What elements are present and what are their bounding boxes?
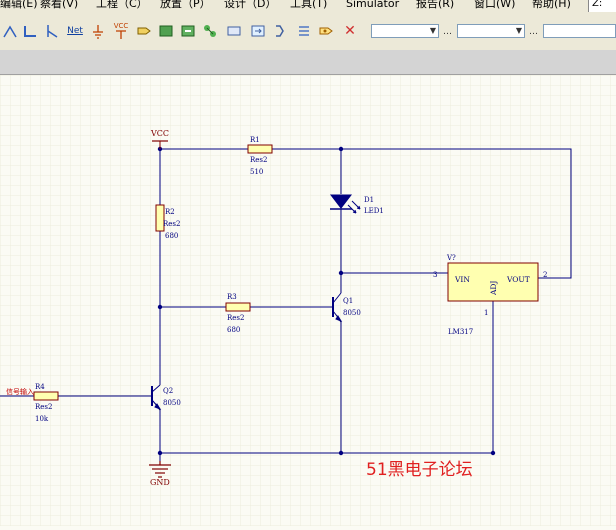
junction-dot [157,146,163,152]
bus-entry-icon[interactable] [44,23,60,39]
wires [0,143,572,461]
u1-adj-pin-label: ADJ [489,281,498,296]
coordinate-field: Z: [588,0,616,12]
r4-comment: Res2 [35,403,52,411]
separator-dots: … [529,27,538,37]
r4-designator: R4 [35,383,45,391]
q2-designator: Q2 [163,387,173,395]
resistor-r3[interactable]: R3 Res2 680 [225,293,251,334]
toolbar: Net VCC ✕ ▼ … ▼ … [0,15,616,50]
menu-view[interactable]: 察看(V) [40,0,79,10]
menu-reports[interactable]: 报告(R) [416,0,455,10]
regulator-lm317[interactable]: V? VIN VOUT ADJ 3 2 1 LM317 [433,254,547,336]
u1-pin-3: 3 [433,271,437,279]
input-signal-label: 信号输入 [6,387,34,396]
schematic-canvas: VCC GND R1 Res2 510 R2 Res2 680 R3 [0,75,616,526]
r3-comment: Res2 [227,314,244,322]
harness-icon[interactable] [226,23,242,39]
r1-comment: Res2 [250,156,267,164]
device-sheet-icon[interactable] [202,23,218,39]
junction-dot [490,450,496,456]
document-tab-bar [0,50,616,75]
d1-comment: LED1 [364,207,384,215]
junction-dot [157,450,163,456]
u1-designator: V? [446,254,456,262]
u1-pin-1: 1 [484,309,488,317]
u1-vin-pin-label: VIN [454,275,470,284]
menu-help[interactable]: 帮助(H) [532,0,571,10]
vcc-port-icon[interactable]: VCC [112,23,130,39]
menu-design[interactable]: 设计（D） [224,0,277,10]
q2-value: 8050 [163,399,181,407]
net-label-icon[interactable]: Net [67,26,83,36]
transistor-q1[interactable]: Q1 8050 [324,292,361,323]
junction-dot [338,270,344,276]
r3-value: 680 [227,326,240,334]
gnd-power-port[interactable] [149,461,171,478]
u1-part: LM317 [448,328,473,336]
u1-pin-2: 2 [543,271,547,279]
junction-dot [157,304,163,310]
menu-tools[interactable]: 工具(T) [290,0,328,10]
r2-value: 680 [165,232,178,240]
r1-value: 510 [250,168,263,176]
resistor-r1[interactable]: R1 Res2 510 [247,136,273,176]
part-icon[interactable] [136,23,152,39]
u1-vout-pin-label: VOUT [506,275,530,284]
menu-simulator[interactable]: Simulator [346,0,400,10]
bus-tool-icon[interactable] [22,23,38,39]
transistor-q2[interactable]: Q2 8050 [144,384,181,411]
menu-project[interactable]: 工程（C） [96,0,148,10]
directive-icon[interactable] [318,23,334,39]
d1-designator: D1 [364,196,374,204]
filter-combo-3[interactable] [543,24,616,38]
r1-designator: R1 [250,136,260,144]
r4-value: 10k [35,415,49,423]
vcc-label: VCC [150,129,169,138]
resistor-r2[interactable]: R2 Res2 680 [155,204,180,240]
r2-designator: R2 [165,208,175,216]
separator-dots: … [443,27,452,37]
junction-dot [338,146,344,152]
q1-designator: Q1 [343,297,353,305]
ground-port-icon[interactable] [90,23,106,39]
q1-value: 8050 [343,309,361,317]
led-d1[interactable]: D1 LED1 [329,194,384,215]
filter-combo-2[interactable]: ▼ [457,24,525,38]
r2-comment: Res2 [163,220,180,228]
port-icon[interactable] [250,23,266,39]
resistor-r4[interactable]: R4 Res2 10k [33,383,59,423]
bus-joiner-icon[interactable] [296,23,312,39]
menu-window[interactable]: 窗口(W) [474,0,516,10]
filter-combo-1[interactable]: ▼ [371,24,439,38]
menu-bar: 编辑(E) 察看(V) 工程（C） 放置（P） 设计（D） 工具(T) Simu… [0,0,616,15]
menu-place[interactable]: 放置（P） [160,0,211,10]
forum-watermark: 51黑电子论坛 [366,460,473,480]
wire-tool-icon[interactable] [2,23,18,39]
schematic-sheet[interactable]: VCC GND R1 Res2 510 R2 Res2 680 R3 [0,75,616,526]
gnd-label: GND [150,478,170,487]
sheet-entry-icon[interactable] [180,23,196,39]
sheet-symbol-icon[interactable] [158,23,174,39]
menu-edit[interactable]: 编辑(E) [0,0,38,10]
no-erc-icon[interactable]: ✕ [344,23,356,39]
off-sheet-connector-icon[interactable] [272,23,288,39]
junctions [157,146,496,456]
vcc-power-port[interactable]: VCC [150,129,169,149]
junction-dot [338,450,344,456]
wire-r1-right [272,148,572,279]
r3-designator: R3 [227,293,237,301]
